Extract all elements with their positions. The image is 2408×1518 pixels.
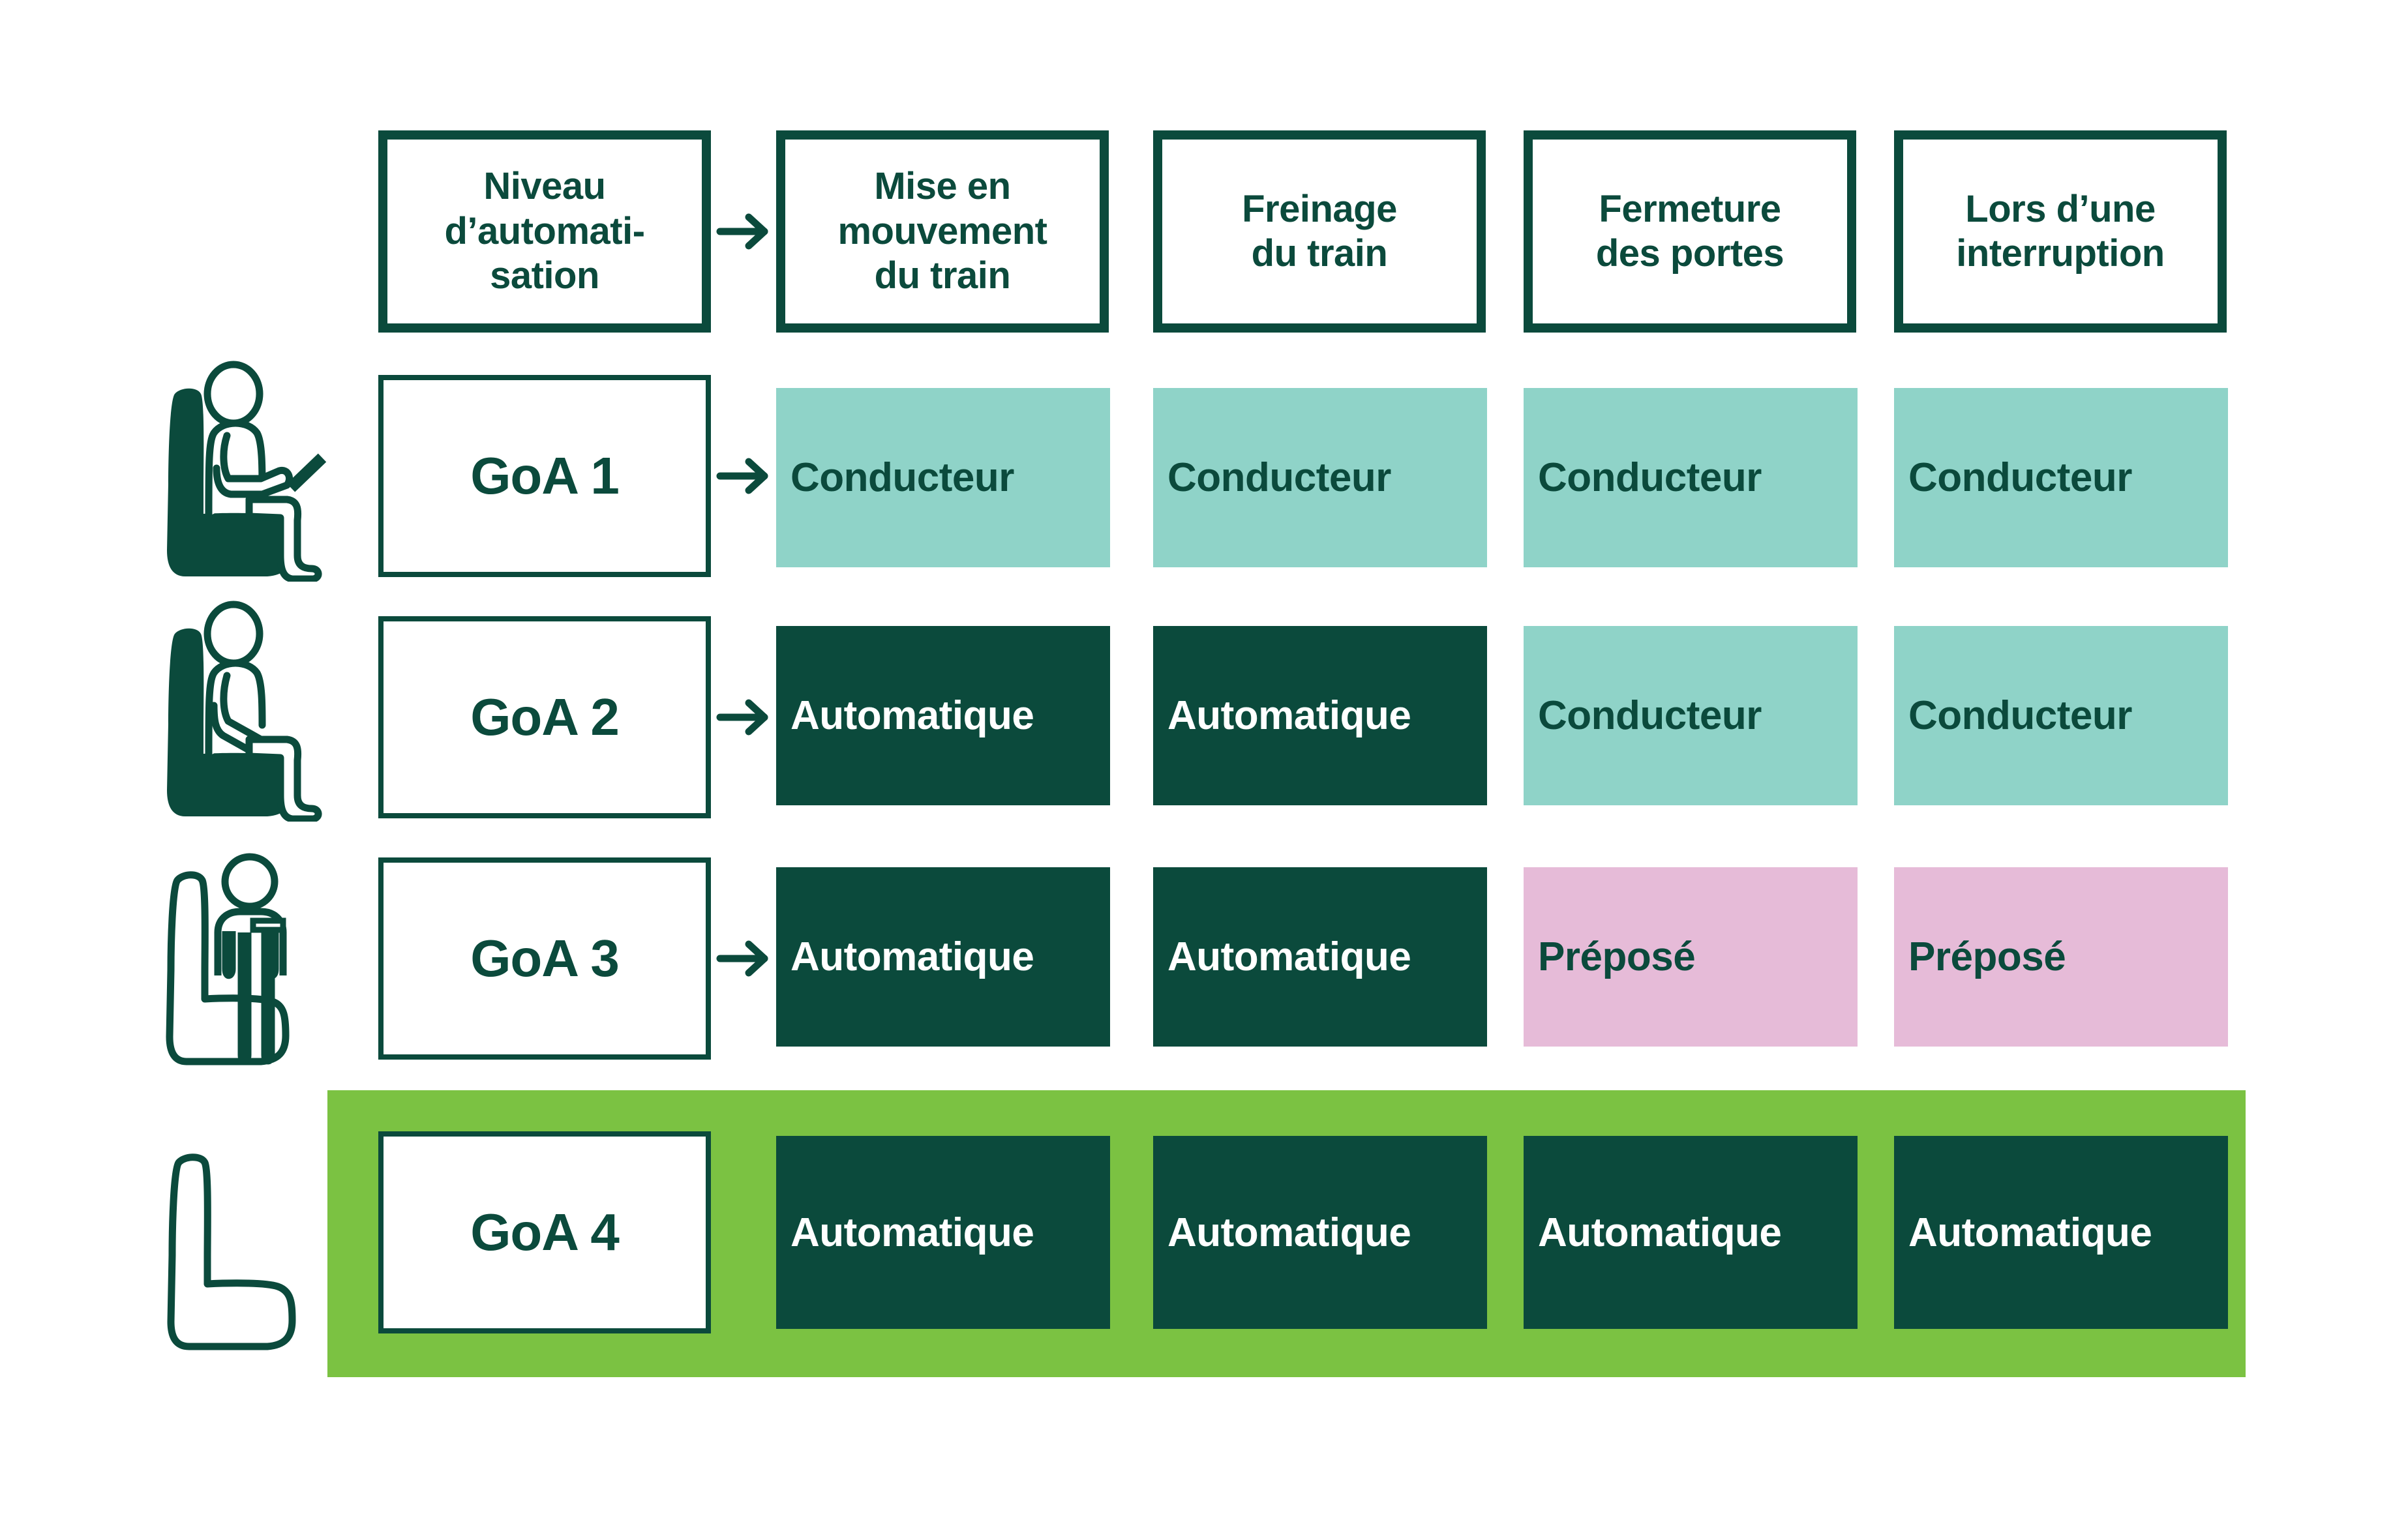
- header-label-3: Fermeture des portes: [1595, 187, 1784, 275]
- arrow-right-icon-row-3: [716, 936, 772, 981]
- cell-label-r1c1: Conducteur: [790, 455, 1014, 500]
- header-cell-automation-level: Niveau d’automati- sation: [378, 130, 711, 333]
- table-cell-r2c1: Automatique: [776, 626, 1110, 805]
- table-cell-r4c2: Automatique: [1153, 1136, 1487, 1329]
- standing-attendant-empty-seat-icon: [163, 848, 336, 1069]
- table-cell-r3c2: Automatique: [1153, 867, 1487, 1047]
- seated-driver-icon: [163, 600, 336, 822]
- cell-label-r2c2: Automatique: [1167, 693, 1411, 738]
- cell-label-r4c1: Automatique: [790, 1210, 1034, 1255]
- table-cell-r3c3: Préposé: [1524, 867, 1858, 1047]
- goa-level-label-3: GoA 3: [470, 929, 620, 987]
- arrow-right-icon-row-2: [716, 694, 772, 740]
- cell-label-r2c1: Automatique: [790, 693, 1034, 738]
- cell-label-r1c3: Conducteur: [1538, 455, 1762, 500]
- header-cell-train-braking: Freinage du train: [1153, 130, 1486, 333]
- cell-label-r4c3: Automatique: [1538, 1210, 1782, 1255]
- table-cell-r1c4: Conducteur: [1894, 388, 2228, 567]
- table-cell-r1c2: Conducteur: [1153, 388, 1487, 567]
- cell-label-r3c2: Automatique: [1167, 934, 1411, 979]
- table-cell-r3c4: Préposé: [1894, 867, 2228, 1047]
- header-label-4: Lors d’une interruption: [1956, 187, 2165, 275]
- empty-seat-icon: [163, 1131, 336, 1353]
- cell-label-r2c3: Conducteur: [1538, 693, 1762, 738]
- goa-level-box-3: GoA 3: [378, 857, 711, 1060]
- header-label-1: Mise en mouvement du train: [837, 165, 1047, 297]
- goa-level-box-4: GoA 4: [378, 1131, 711, 1333]
- header-label-0: Niveau d’automati- sation: [444, 165, 645, 297]
- cell-label-r3c4: Préposé: [1908, 934, 2066, 979]
- cell-label-r3c1: Automatique: [790, 934, 1034, 979]
- goa-level-box-2: GoA 2: [378, 616, 711, 818]
- cell-label-r4c2: Automatique: [1167, 1210, 1411, 1255]
- table-cell-r2c4: Conducteur: [1894, 626, 2228, 805]
- cell-label-r4c4: Automatique: [1908, 1210, 2152, 1255]
- table-cell-r4c3: Automatique: [1524, 1136, 1858, 1329]
- seated-driver-with-lever-icon: [163, 360, 336, 582]
- goa-level-label-2: GoA 2: [470, 688, 620, 746]
- cell-label-r1c4: Conducteur: [1908, 455, 2132, 500]
- header-label-2: Freinage du train: [1242, 187, 1397, 275]
- table-cell-r1c1: Conducteur: [776, 388, 1110, 567]
- table-cell-r2c3: Conducteur: [1524, 626, 1858, 805]
- table-cell-r3c1: Automatique: [776, 867, 1110, 1047]
- table-cell-r4c1: Automatique: [776, 1136, 1110, 1329]
- header-cell-door-closing: Fermeture des portes: [1524, 130, 1856, 333]
- cell-label-r3c3: Préposé: [1538, 934, 1696, 979]
- arrow-right-icon-row-1: [716, 453, 772, 499]
- goa-level-label-4: GoA 4: [470, 1203, 620, 1261]
- table-cell-r1c3: Conducteur: [1524, 388, 1858, 567]
- header-cell-during-interruption: Lors d’une interruption: [1894, 130, 2227, 333]
- table-cell-r4c4: Automatique: [1894, 1136, 2228, 1329]
- goa-level-box-1: GoA 1: [378, 375, 711, 577]
- goa-level-label-1: GoA 1: [470, 447, 620, 505]
- cell-label-r1c2: Conducteur: [1167, 455, 1391, 500]
- table-cell-r2c2: Automatique: [1153, 626, 1487, 805]
- header-cell-train-start: Mise en mouvement du train: [776, 130, 1109, 333]
- cell-label-r2c4: Conducteur: [1908, 693, 2132, 738]
- arrow-right-icon-header: [716, 209, 772, 254]
